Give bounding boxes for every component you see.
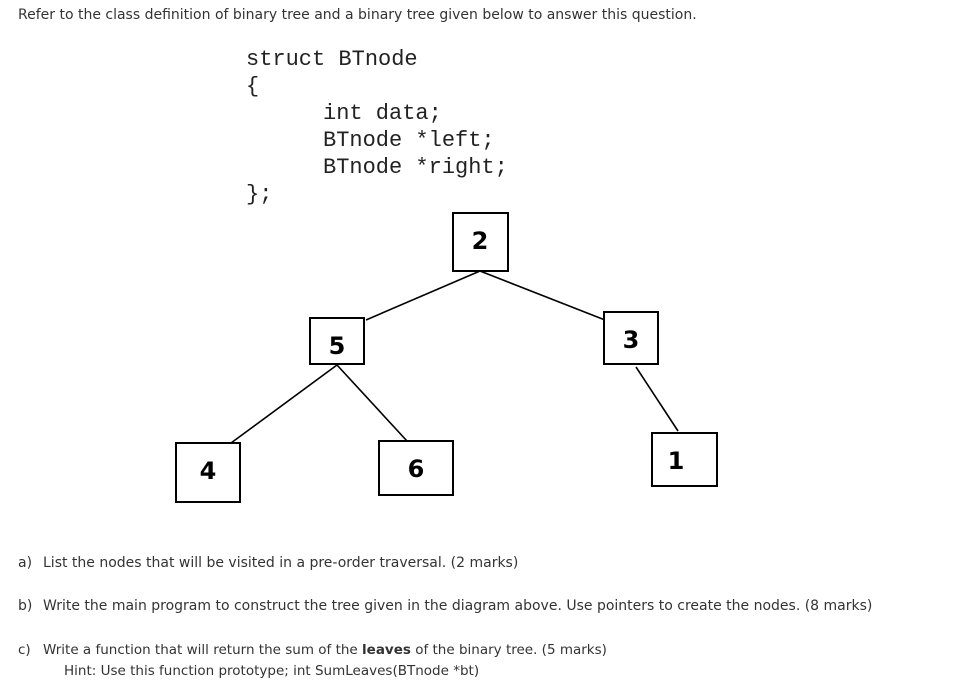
question-b: b) Write the main program to construct th… [18,598,872,614]
question-a-letter: a) [18,555,33,571]
code-open-brace: { [246,74,260,99]
code-field-data: int data; [323,101,442,126]
question-c: c) Write a function that will return the … [18,642,607,658]
tree-node-6-label: 6 [408,455,425,483]
tree-node-1-label: 1 [668,447,685,475]
tree-node-5-label: 5 [329,332,346,360]
code-field-right: BTnode *right; [323,155,508,180]
tree-node-4-label: 4 [200,457,217,485]
tree-node-1: 1 [651,432,718,487]
code-close-brace: }; [246,182,273,207]
question-c-letter: c) [18,642,31,658]
question-b-letter: b) [18,598,33,614]
question-a: a) List the nodes that will be visited in… [18,555,518,571]
tree-node-5: 5 [309,317,365,365]
code-struct-header: struct BTnode [246,47,418,72]
code-field-left: BTnode *left; [323,128,495,153]
question-b-text: Write the main program to construct the … [43,598,873,614]
edge-5-6 [336,364,408,442]
question-c-bold-word: leaves [362,642,411,658]
edge-2-3 [479,270,606,321]
intro-text: Refer to the class definition of binary … [18,7,697,23]
edge-3-1 [635,366,679,432]
tree-node-2-label: 2 [472,227,489,255]
hint-text: Hint: Use this function prototype; int S… [64,663,480,679]
tree-node-3: 3 [603,311,659,365]
edge-2-5 [365,270,481,321]
tree-node-6: 6 [378,440,454,496]
question-a-text: List the nodes that will be visited in a… [43,555,519,571]
tree-node-2: 2 [452,212,509,272]
edge-5-4 [230,364,338,444]
tree-node-4: 4 [175,442,241,503]
tree-node-3-label: 3 [623,326,640,354]
question-c-text-after: of the binary tree. (5 marks) [410,642,607,658]
question-c-text-before: Write a function that will return the su… [43,642,363,658]
